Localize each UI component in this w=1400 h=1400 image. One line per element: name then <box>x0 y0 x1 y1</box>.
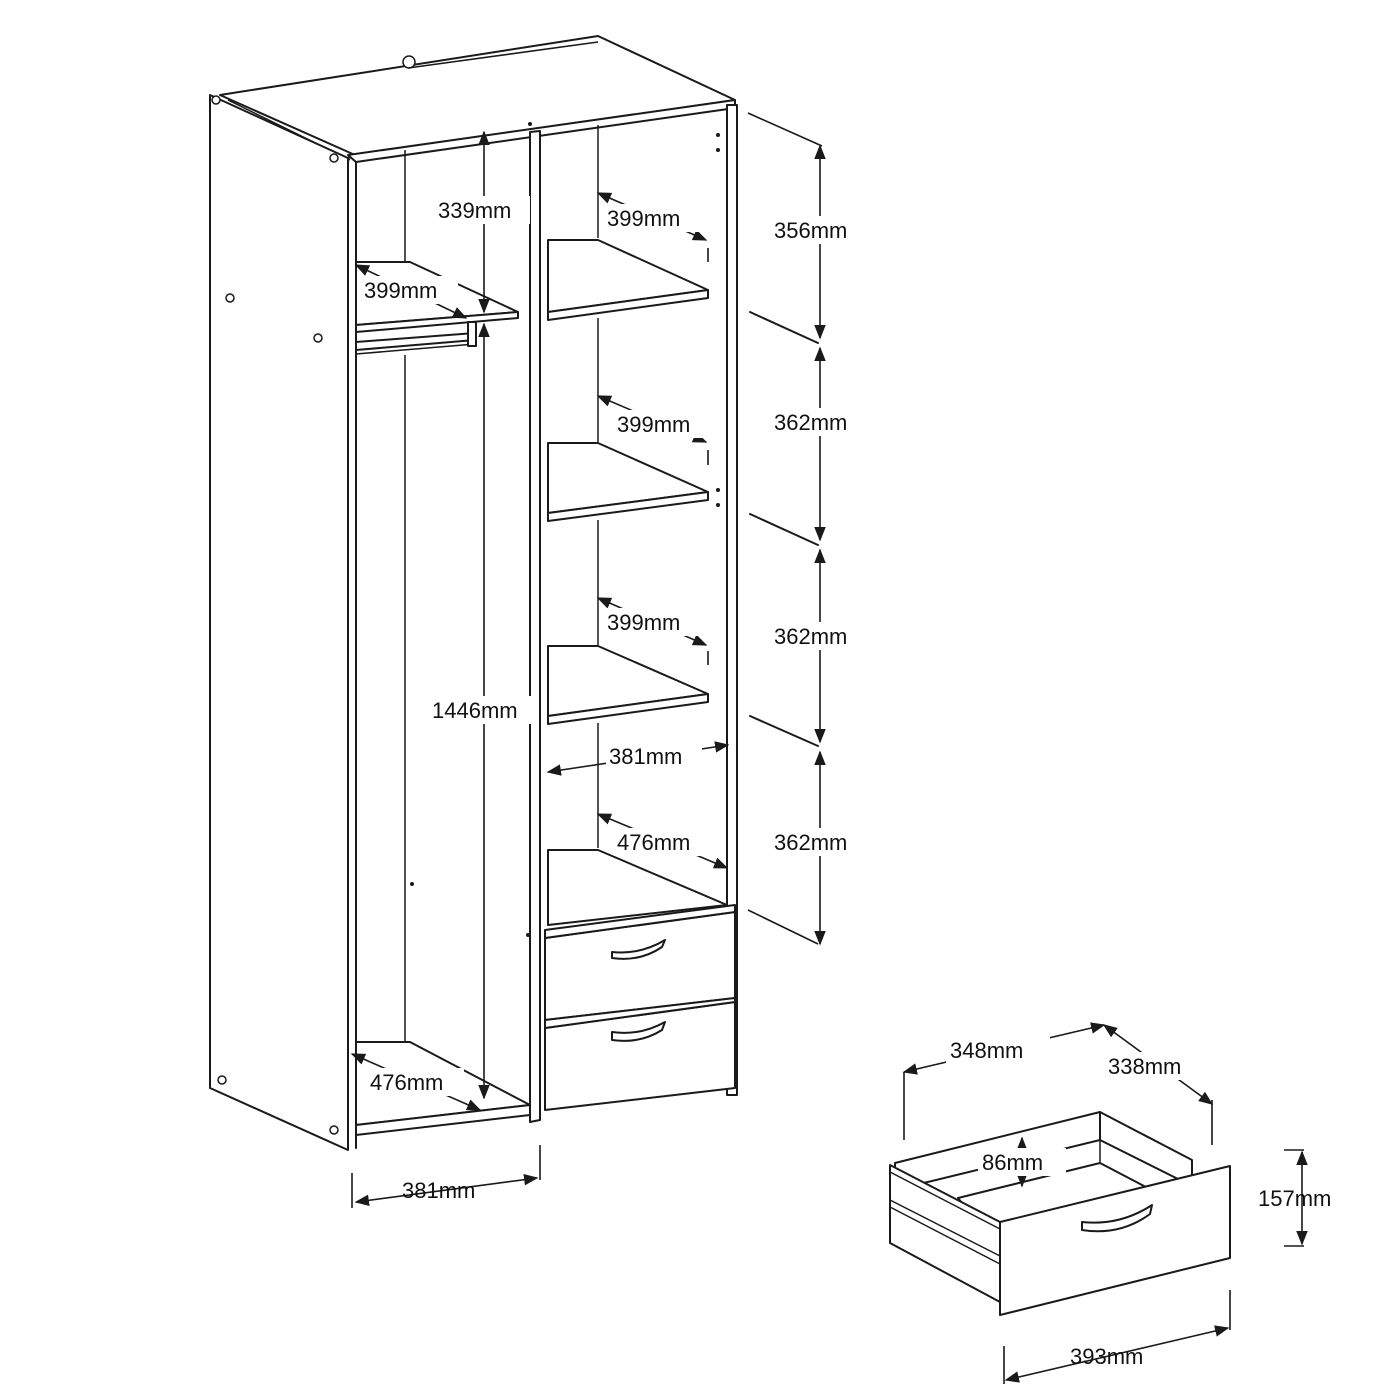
drawer-inner-height-label: 86mm <box>982 1150 1043 1175</box>
rail-bracket <box>467 321 477 347</box>
drawer-labels: 348mm 338mm 86mm 157mm 393mm <box>946 1036 1331 1369</box>
hanging-rail <box>355 332 476 351</box>
wardrobe-labels: 339mm 399mm 1446mm 476mm 381mm 399mm 399… <box>360 196 868 1203</box>
left-inner-width-label: 381mm <box>402 1178 475 1203</box>
right-bottom-depth-label: 476mm <box>617 830 690 855</box>
right-shelf-depth-2-label: 399mm <box>617 412 690 437</box>
right-side-panel <box>726 104 738 1096</box>
spacing-1-label: 356mm <box>774 218 847 243</box>
drawer-handle <box>1081 1204 1153 1233</box>
drawer-detail <box>889 1111 1231 1316</box>
drawer-inner-depth-label: 338mm <box>1108 1054 1181 1079</box>
center-divider <box>529 130 541 1123</box>
right-bottom-floor <box>547 849 728 926</box>
spacing-4-label: 362mm <box>774 830 847 855</box>
drawer-front <box>999 1165 1231 1316</box>
right-inner-width-label: 381mm <box>609 744 682 769</box>
drawer-front-height-label: 157mm <box>1258 1186 1331 1211</box>
spacing-3-label: 362mm <box>774 624 847 649</box>
right-shelf-depth-1-label: 399mm <box>607 206 680 231</box>
hanging-height-label: 1446mm <box>432 698 518 723</box>
drawer-left-side <box>889 1164 1001 1303</box>
drawer-front-width-label: 393mm <box>1070 1344 1143 1369</box>
left-top-height-label: 339mm <box>438 198 511 223</box>
drawer-2-handle <box>611 1021 666 1042</box>
drawer-1-handle <box>611 939 666 960</box>
drawer-inner-width-label: 348mm <box>950 1038 1023 1063</box>
right-shelf-depth-3-label: 399mm <box>607 610 680 635</box>
spacing-2-label: 362mm <box>774 410 847 435</box>
left-side-panel <box>209 94 349 1151</box>
left-bottom-depth-label: 476mm <box>370 1070 443 1095</box>
left-shelf-depth-label: 399mm <box>364 278 437 303</box>
